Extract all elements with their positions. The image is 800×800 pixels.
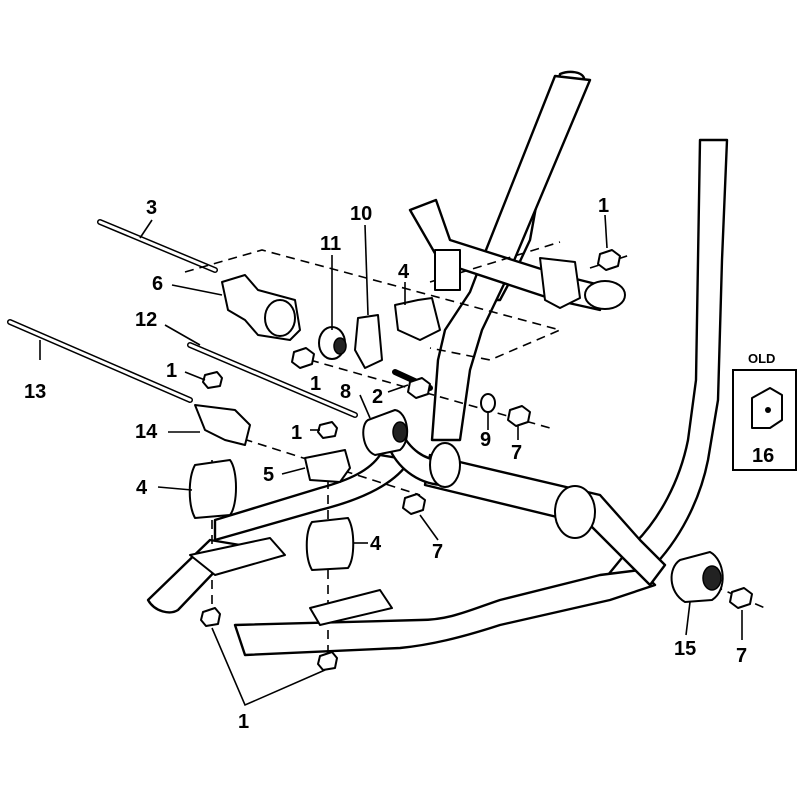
- callout-2: 2: [372, 386, 383, 408]
- bracket-10: [354, 314, 383, 369]
- callout-12: 12: [135, 309, 157, 331]
- callout-15: 15: [674, 638, 696, 660]
- callout-1-center: 1: [291, 422, 302, 444]
- callout-7-center: 7: [432, 541, 443, 563]
- nut-2: [407, 377, 431, 399]
- callout-6: 6: [152, 273, 163, 295]
- callout-4-left: 4: [136, 477, 148, 499]
- inset-label: OLD: [748, 351, 775, 366]
- nut-7-upper: [507, 405, 531, 427]
- plate-lower-left: [189, 537, 286, 576]
- bracket-14: [194, 404, 251, 446]
- washer-9: [480, 393, 496, 413]
- parts: [188, 249, 753, 671]
- callout-8: 8: [340, 381, 351, 403]
- callout-4-top: 4: [398, 261, 410, 283]
- nut-1-center: [317, 421, 338, 439]
- mount-4-left: [188, 459, 237, 519]
- callout-7-right-upper: 7: [511, 442, 522, 464]
- callout-10: 10: [350, 203, 372, 225]
- nut-1-bottom-right: [317, 651, 338, 671]
- plate-lower-right: [309, 589, 393, 626]
- callout-4-center: 4: [370, 533, 382, 555]
- callout-14: 14: [135, 421, 158, 443]
- callout-11: 11: [320, 233, 341, 255]
- nut-1-left: [202, 371, 223, 389]
- callout-3: 3: [146, 197, 157, 219]
- mount-4-center: [305, 517, 355, 571]
- callout-5: 5: [263, 464, 274, 486]
- mount-4-top: [394, 297, 441, 341]
- inset-old: OLD 16: [732, 351, 797, 471]
- nut-1-middle: [291, 347, 315, 369]
- bracket-crossbar-right: [539, 257, 581, 309]
- callout-7-bottom-right: 7: [736, 645, 747, 667]
- callouts: 1 3 10 11 4 6 12 13 1 1 8 2 9 7 14 1 5 4…: [24, 195, 747, 733]
- bushing-8: [362, 409, 409, 456]
- bracket-5: [304, 449, 351, 483]
- callout-1-bottom: 1: [238, 711, 249, 733]
- callout-1-top-right: 1: [598, 195, 609, 217]
- callout-9: 9: [480, 429, 491, 451]
- callout-1-left-upper: 1: [166, 360, 177, 382]
- nut-1-top-right: [597, 249, 621, 271]
- nut-7-bottom-right: [729, 587, 753, 609]
- leader-lines: [39, 214, 743, 707]
- callout-1-middle: 1: [310, 373, 321, 395]
- frame-middle-tube: [423, 453, 667, 587]
- callout-13: 13: [24, 381, 46, 403]
- nut-7-center: [402, 493, 426, 515]
- nut-1-bottom-left: [200, 607, 221, 627]
- callout-16: 16: [752, 445, 774, 467]
